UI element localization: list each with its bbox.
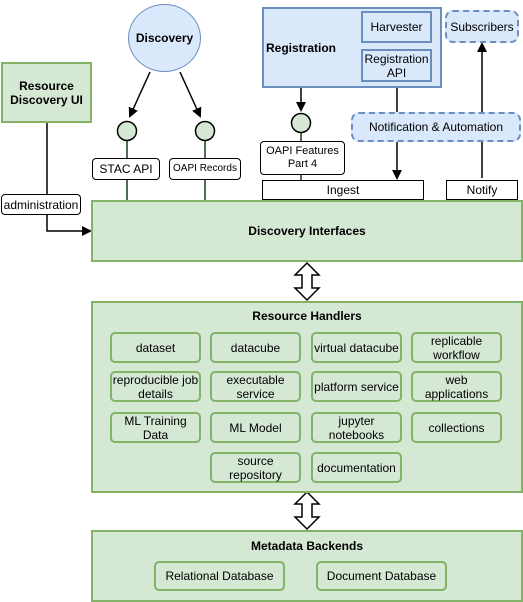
handler-collections: collections (411, 412, 502, 443)
handler-label: jupyter notebooks (328, 413, 385, 442)
ingest-node: Ingest (262, 180, 424, 200)
subscribers-node: Subscribers (445, 10, 519, 43)
handlers-backends-double-arrow (293, 490, 321, 531)
interfaces-handlers-double-arrow (293, 261, 321, 302)
oapi-records-label-box: OAPI Records (169, 158, 241, 180)
discovery-interfaces-node: Discovery Interfaces (91, 200, 523, 262)
handler-replicable-workflow: replicable workflow (411, 332, 502, 363)
handler-documentation: documentation (311, 452, 402, 483)
subscribers-label: Subscribers (450, 19, 514, 34)
discovery-label: Discovery (135, 31, 194, 45)
handler-label: documentation (317, 460, 396, 475)
harvester-label: Harvester (370, 20, 423, 34)
document-database-node: Document Database (316, 561, 447, 591)
notify-node: Notify (446, 180, 518, 200)
handler-label: executable service (226, 372, 285, 401)
document-database-label: Document Database (326, 569, 437, 583)
registration-api-node: Registration API (361, 49, 432, 82)
handler-executable-service: executable service (210, 371, 301, 402)
resource-handlers-title: Resource Handlers (252, 309, 362, 323)
harvester-node: Harvester (361, 11, 432, 43)
registration-api-label: Registration API (364, 51, 429, 80)
records-interface-circle (194, 120, 216, 142)
oapi-features-label-box: OAPI Features Part 4 (260, 141, 345, 175)
stac-api-label: STAC API (99, 162, 153, 176)
features-interface-circle (290, 112, 312, 134)
handler-source-repository: source repository (210, 452, 301, 483)
stac-api-label-box: STAC API (92, 158, 160, 180)
handler-virtual-datacube: virtual datacube (311, 332, 402, 363)
handler-label: platform service (314, 379, 399, 394)
handler-ml-training-data: ML Training Data (110, 412, 201, 443)
notification-automation-node: Notification & Automation (351, 112, 521, 142)
notification-automation-label: Notification & Automation (368, 120, 504, 134)
discovery-node: Discovery (128, 4, 201, 72)
metadata-backends-title: Metadata Backends (250, 539, 364, 553)
handler-label: dataset (135, 340, 176, 355)
handler-platform-service: platform service (311, 371, 402, 402)
handler-label: source repository (229, 453, 282, 482)
handler-label: ML Training Data (124, 413, 187, 442)
relational-database-label: Relational Database (165, 569, 274, 583)
handler-label: reproducible job details (112, 372, 199, 401)
handler-datacube: datacube (210, 332, 301, 363)
ui-to-interfaces-arrow (46, 123, 92, 236)
handler-reproducible-job-details: reproducible job details (110, 371, 201, 402)
administration-label: administration (3, 197, 79, 212)
notify-label: Notify (466, 183, 498, 197)
handler-web-applications: web applications (411, 371, 502, 402)
registration-label: Registration (266, 40, 337, 55)
ingest-label: Ingest (326, 183, 360, 197)
handler-label: datacube (230, 340, 281, 355)
handler-label: collections (428, 420, 485, 435)
administration-label-box: administration (1, 194, 81, 215)
resource-discovery-ui-label: Resource Discovery UI (10, 78, 83, 107)
discovery-interfaces-label: Discovery Interfaces (248, 224, 366, 238)
handler-label: virtual datacube (314, 340, 399, 355)
discovery-to-records-arrow (179, 71, 202, 118)
handler-label: web applications (424, 372, 489, 401)
relational-database-node: Relational Database (154, 561, 285, 591)
handler-label: ML Model (229, 420, 282, 435)
handler-jupyter-notebooks: jupyter notebooks (311, 412, 402, 443)
resource-discovery-ui-node: Resource Discovery UI (1, 62, 92, 123)
oapi-records-label: OAPI Records (173, 163, 237, 174)
handler-ml-model: ML Model (210, 412, 301, 443)
stac-interface-circle (116, 120, 138, 142)
oapi-features-label: OAPI Features Part 4 (266, 145, 339, 170)
handler-label: replicable workflow (430, 333, 483, 362)
discovery-to-stac-arrow (128, 71, 151, 118)
handler-dataset: dataset (110, 332, 201, 363)
